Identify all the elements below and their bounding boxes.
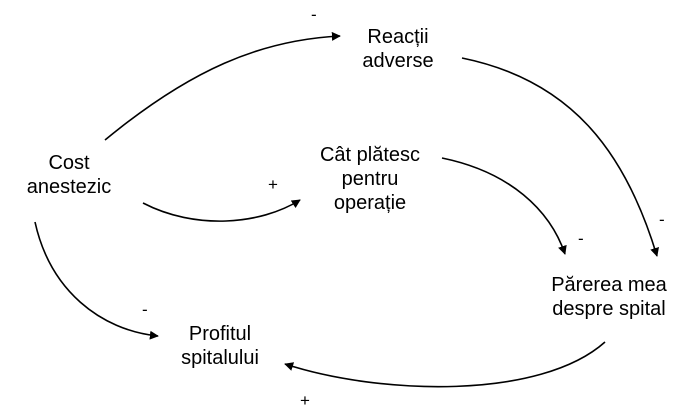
arrow-cost-to-platesc <box>142 199 301 222</box>
node-reactii-adverse: Reacții adverse <box>338 25 458 73</box>
node-label-line: spitalului <box>181 347 259 369</box>
arrow-reactii-to-parerea <box>461 57 659 257</box>
node-parerea-mea-despre-spital: Părerea mea despre spital <box>530 273 688 321</box>
node-label-line: Cost <box>48 152 90 174</box>
node-label-line: Părerea mea <box>551 274 667 296</box>
node-label-line: Profitul <box>188 323 252 345</box>
arrow-cost-to-profitul <box>34 221 159 340</box>
arrow-cost-to-reactii <box>104 31 341 141</box>
polarity-sign-cost-profitul: - <box>142 300 148 319</box>
arrow-platesc-to-parerea <box>441 157 567 255</box>
node-label-line: Reacții <box>367 26 429 48</box>
node-label-line: Cât plătesc <box>319 144 421 166</box>
polarity-sign-cost-platesc: + <box>268 175 278 194</box>
node-label-line: anestezic <box>26 176 112 198</box>
arrow-parerea-to-profitul <box>284 341 606 388</box>
node-cat-platesc-pentru-operatie: Cât plătesc pentru operație <box>296 143 444 215</box>
node-label-line: operație <box>333 192 407 214</box>
polarity-sign-reactii-parerea: - <box>659 210 665 229</box>
node-label-line: adverse <box>362 50 434 72</box>
polarity-sign-cost-reactii: - <box>311 5 317 24</box>
node-label-line: pentru <box>341 168 399 190</box>
node-label-line: despre spital <box>552 298 666 320</box>
node-profitul-spitalului: Profitul spitalului <box>160 322 280 370</box>
polarity-sign-parerea-profitul: + <box>300 391 310 410</box>
polarity-sign-platesc-parerea: - <box>578 229 584 248</box>
node-cost-anestezic: Cost anestezic <box>10 151 128 199</box>
